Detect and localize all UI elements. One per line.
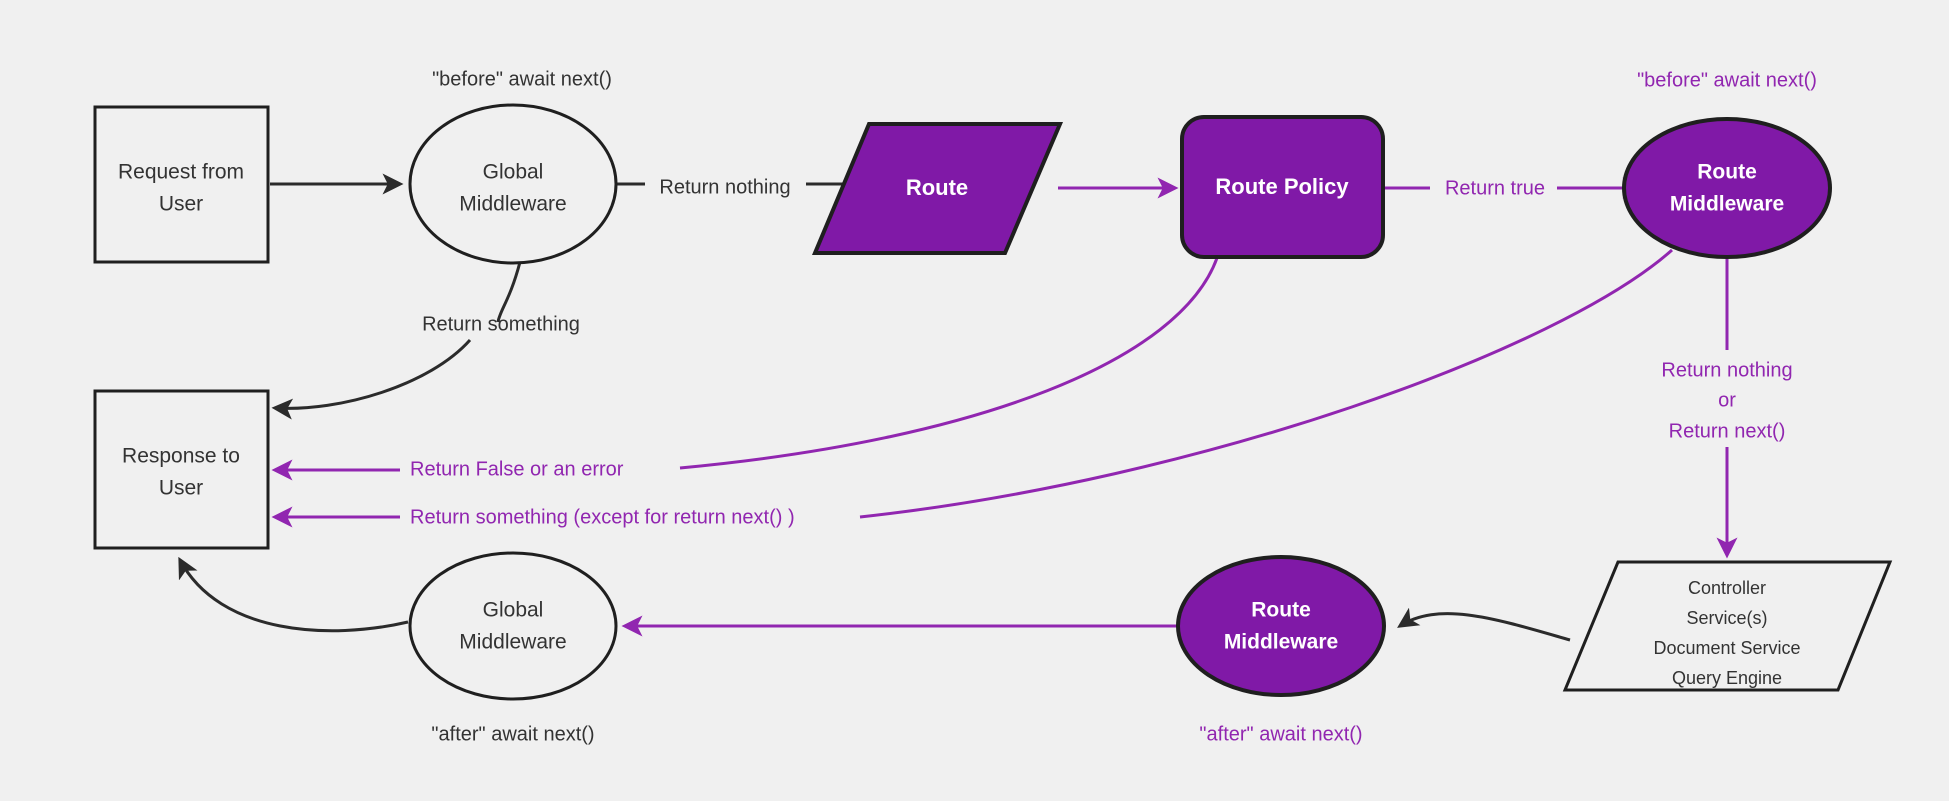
controller-label-line4: Query Engine <box>1672 668 1782 688</box>
request-box-label-line1: Request from <box>118 161 244 184</box>
edge-label-return-true: Return true <box>1445 177 1545 199</box>
controller-label-line3: Document Service <box>1653 638 1800 658</box>
edge-label-return-nothing-or-next-line3: Return next() <box>1669 420 1786 442</box>
controller-shape <box>1562 560 1893 692</box>
edge-route-middleware-to-label-return-something-except <box>859 248 1673 519</box>
response-box-label-line2: User <box>159 477 203 500</box>
global-middleware-bottom-label-line1: Global <box>483 599 544 622</box>
route-middleware-bottom-shape <box>1176 555 1386 697</box>
route-middleware-top-label-line1: Route <box>1697 161 1757 184</box>
route-label: Route <box>906 175 968 200</box>
route-middleware-top-shape <box>1622 117 1832 259</box>
edge-label-return-nothing-global: Return nothing <box>659 176 790 198</box>
response-box-label-line1: Response to <box>122 445 240 468</box>
global-middleware-top-shape <box>408 103 618 265</box>
request-box-label-line2: User <box>159 193 203 216</box>
edge-label-return-something-except-next: Return something (except for return next… <box>410 506 795 528</box>
node-response-box[interactable]: Response to User <box>93 389 270 550</box>
edge-global-middleware-bottom-to-response <box>178 556 409 633</box>
node-request-box[interactable]: Request from User <box>93 105 270 264</box>
node-global-middleware-top[interactable]: Global Middleware <box>408 103 618 265</box>
node-global-middleware-bottom[interactable]: Global Middleware <box>408 551 618 701</box>
edge-controller-to-route-middleware-bottom <box>1397 607 1571 642</box>
route-policy-label: Route Policy <box>1215 174 1349 199</box>
route-middleware-top-label-line2: Middleware <box>1670 193 1784 216</box>
response-box-shape <box>93 389 270 550</box>
edge-label-return-something-global: Return something <box>422 313 580 335</box>
edge-global-middleware-to-label-return-something <box>496 261 522 323</box>
route-middleware-bottom-label-line2: Middleware <box>1224 631 1338 654</box>
edge-label-return-nothing-or-next-line2: or <box>1718 389 1736 411</box>
route-policy-shape <box>1180 115 1385 259</box>
controller-label-line2: Service(s) <box>1686 608 1767 628</box>
node-route-policy[interactable]: Route Policy <box>1180 115 1385 259</box>
annotation-after-await-next-global: "after" await next() <box>431 723 594 745</box>
global-middleware-top-label-line1: Global <box>483 161 544 184</box>
annotation-before-await-next-route: "before" await next() <box>1637 69 1817 91</box>
node-route[interactable]: Route <box>811 122 1064 255</box>
global-middleware-top-label-line2: Middleware <box>459 193 566 216</box>
edge-label-return-false-or-error: Return False or an error <box>410 458 624 480</box>
route-middleware-bottom-label-line1: Route <box>1251 599 1311 622</box>
global-middleware-bottom-label-line2: Middleware <box>459 631 566 654</box>
edge-return-something-to-response <box>271 339 472 420</box>
node-controller[interactable]: Controller Service(s) Document Service Q… <box>1562 560 1893 692</box>
request-box-shape <box>93 105 270 264</box>
node-route-middleware-bottom[interactable]: Route Middleware <box>1176 555 1386 697</box>
edge-label-return-nothing-or-next-line1: Return nothing <box>1661 359 1792 381</box>
annotation-after-await-next-route: "after" await next() <box>1199 723 1362 745</box>
annotation-before-await-next-global: "before" await next() <box>432 68 612 90</box>
edge-route-policy-to-label-return-false <box>679 257 1219 470</box>
global-middleware-bottom-shape <box>408 551 618 701</box>
controller-label-line1: Controller <box>1688 578 1766 598</box>
route-shape <box>811 122 1064 255</box>
node-route-middleware-top[interactable]: Route Middleware <box>1622 117 1832 259</box>
